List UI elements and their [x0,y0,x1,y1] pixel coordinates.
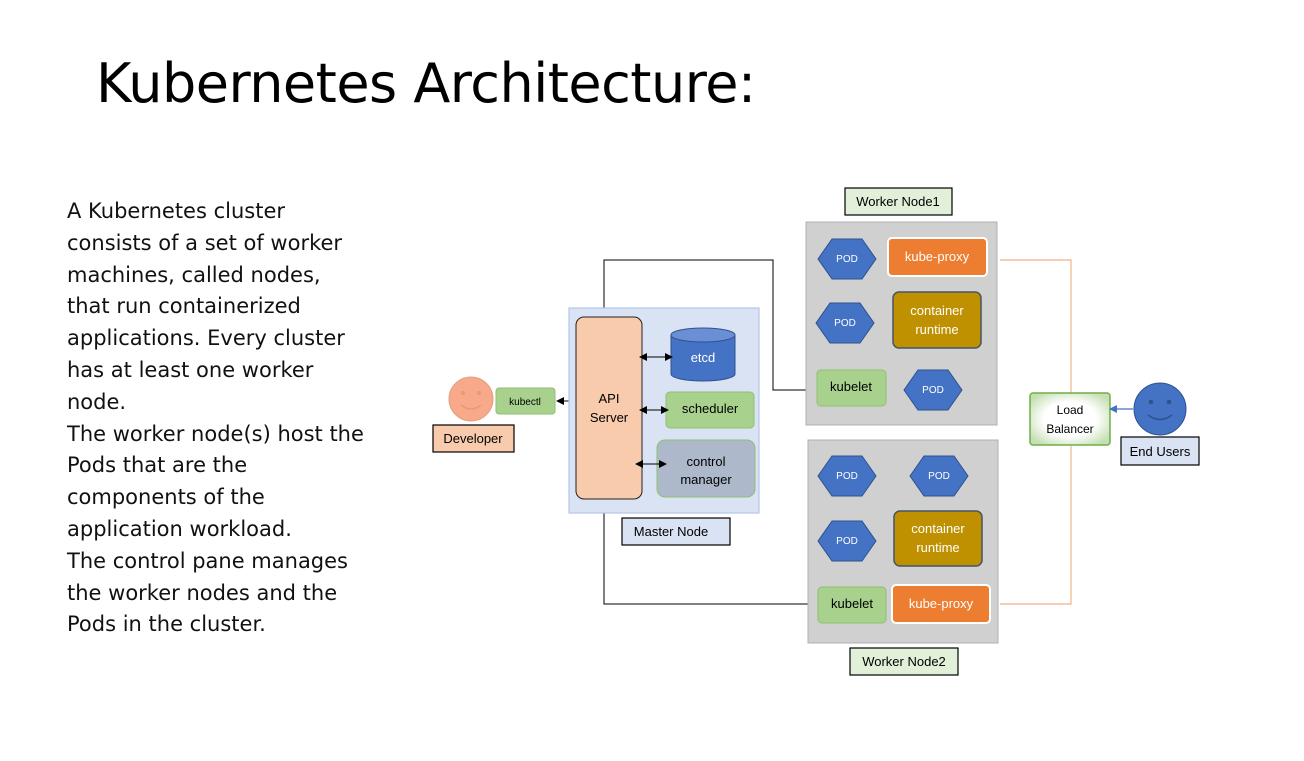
worker-node2-kubelet-box [817,586,887,624]
end-users-label-box [1120,436,1200,466]
description-paragraph-2: The worker node(s) host the Pods that ar… [67,421,364,541]
scheduler-label: scheduler [682,401,739,416]
api-server-box [575,316,643,500]
description: A Kubernetes cluster consists of a set o… [67,196,367,641]
etcd-database-icon [670,327,736,382]
api-to-kubelet1-connector [600,259,817,394]
worker-node2-pod-3-icon [817,520,877,562]
etcd-label: etcd [691,350,716,365]
api-server-label-line2: Server [590,410,629,425]
worker-node2-kube-proxy-box [891,584,991,624]
worker-node2-pod-2-icon [909,455,969,497]
master-node-label-box [621,517,731,546]
kubectl-label: kubectl [509,397,541,408]
worker-node1-container-runtime-label-line2: runtime [915,322,958,337]
worker-node1-kubelet-label: kubelet [830,379,872,394]
controller-manager-label-line2: manager [680,472,732,487]
worker-node2-kube-proxy-label: kube-proxy [909,596,974,611]
worker-node1-container-runtime-box [892,291,982,349]
worker-node1-pod-1-label: POD [836,254,858,265]
developer-label: Developer [443,431,503,446]
worker-node1-pod-2-icon [815,302,875,344]
controller-manager-box [656,439,756,498]
developer-smiley-icon [448,376,494,422]
end-users-smiley-icon [1133,382,1187,436]
lb-to-node2-connector [1000,446,1072,605]
worker-node1-pod-1-icon [817,238,877,280]
controller-manager-label-line1: control [686,454,725,469]
worker-node1-pod-3-icon [903,369,963,411]
developer-label-box [432,424,515,453]
worker-node1-container-runtime-label-line1: container [910,303,964,318]
worker-node2-container-runtime-label-line2: runtime [916,540,959,555]
worker-node2-pod-1-label: POD [836,471,858,482]
worker-node1-pod-3-label: POD [922,385,944,396]
page-title: Kubernetes Architecture: [96,52,756,115]
kubectl-box [495,387,556,415]
lb-to-node1-connector [1000,259,1072,393]
load-balancer-label-line1: Load [1057,403,1084,417]
worker-node2-container-runtime-label-line1: container [911,521,965,536]
master-node-label: Master Node [634,524,708,539]
description-paragraph-3: The control pane manages the worker node… [67,548,348,637]
worker-node2-pod-2-label: POD [928,471,950,482]
worker-node1-kube-proxy-label: kube-proxy [905,249,970,264]
api-server-label-line1: API [599,391,620,406]
worker-node2-label-box [849,647,959,676]
worker-node2-pod-3-label: POD [836,536,858,547]
api-to-kubelet2-connector [600,499,817,608]
description-paragraph-1: A Kubernetes cluster consists of a set o… [67,199,345,414]
worker-node2-pod-1-icon [817,455,877,497]
end-users-label: End Users [1130,444,1191,459]
worker-node1-label: Worker Node1 [856,194,940,209]
worker-node2-container-runtime-box [893,510,983,567]
worker-node1-label-box [844,187,953,216]
worker-node2-label: Worker Node2 [862,654,946,669]
worker-node2-kubelet-label: kubelet [831,596,873,611]
worker-node1-kubelet-box [816,369,887,407]
worker-node1-pod-2-label: POD [834,318,856,329]
load-balancer-box [1029,392,1111,446]
load-balancer-label-line2: Balancer [1046,422,1093,436]
worker-node1-kube-proxy-box [887,237,988,277]
